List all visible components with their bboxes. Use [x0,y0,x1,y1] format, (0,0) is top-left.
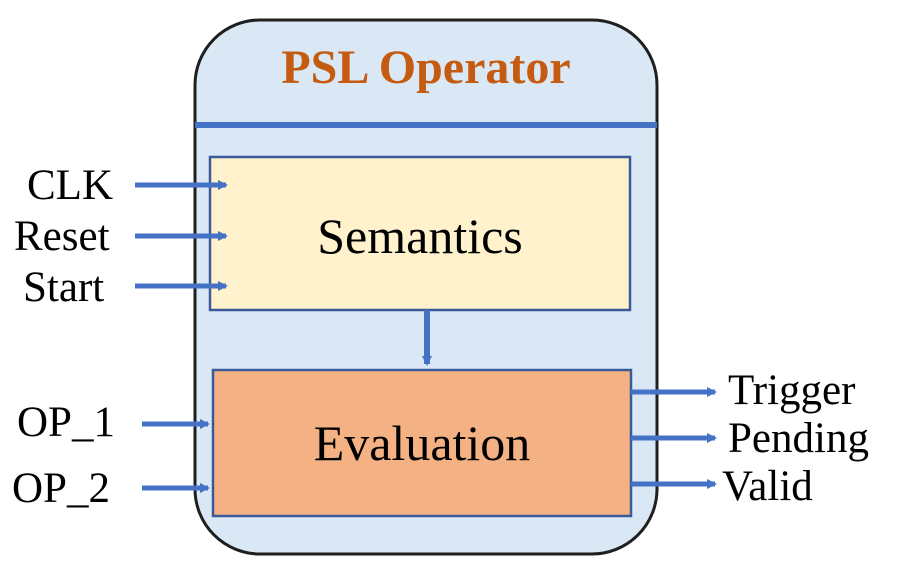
output-label-trigger: Trigger [728,367,856,414]
input-label-clk: CLK [27,162,113,209]
input-label-reset: Reset [14,213,110,260]
semantics-label: Semantics [317,208,523,264]
evaluation-label: Evaluation [313,415,531,471]
input-label-op1: OP_1 [17,399,115,446]
semantics-block [208,155,632,312]
input-label-start: Start [23,264,105,311]
input-label-op2: OP_2 [12,465,110,512]
output-label-pending: Pending [728,415,869,462]
operator-title: PSL Operator [281,41,571,94]
evaluation-block [211,368,633,518]
output-label-valid: Valid [722,463,813,510]
